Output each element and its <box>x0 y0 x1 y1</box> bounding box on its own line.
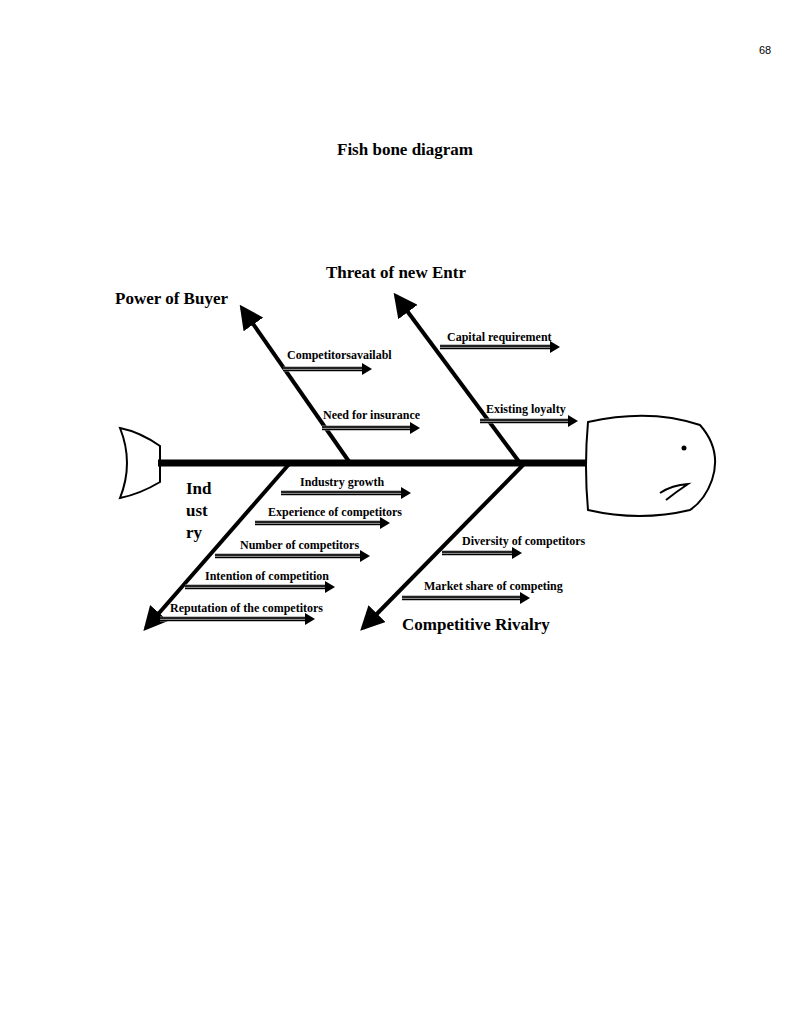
cause-arrow <box>160 617 307 619</box>
arrow-shadow <box>440 345 552 350</box>
cause-arrow <box>480 419 570 421</box>
arrow-shadow <box>480 419 570 424</box>
arrow-shadow <box>281 491 403 496</box>
diagram-title: Fish bone diagram <box>337 140 473 160</box>
entry-bone <box>396 296 520 463</box>
bone-label: Power of Buyer <box>113 289 230 309</box>
arrow-shadow <box>442 551 514 556</box>
arrow-head <box>362 363 372 375</box>
cause-arrow <box>215 557 362 558</box>
cause-label: Capital requirement <box>447 331 552 345</box>
fish-head <box>586 416 715 516</box>
cause-arrow <box>215 554 362 556</box>
arrow-head <box>410 422 420 434</box>
cause-arrow <box>281 491 403 493</box>
cause-arrow <box>255 521 382 523</box>
arrow-head <box>568 415 578 427</box>
arrow-head <box>401 487 411 499</box>
cause-arrow <box>480 422 570 423</box>
arrow-shadow <box>160 617 307 622</box>
cause-arrow <box>322 426 412 428</box>
cause-arrow <box>185 588 327 589</box>
cause-arrow <box>402 599 522 600</box>
bone-label: Threat of new Entr <box>324 263 468 283</box>
page-number: 68 <box>759 44 771 57</box>
cause-label: Need for insurance <box>323 409 420 423</box>
arrow-shadow <box>402 596 522 601</box>
cause-label: Number of competitors <box>240 539 359 553</box>
cause-label: Industry growth <box>300 476 384 490</box>
cause-arrow <box>440 348 552 349</box>
bone-label: Industry <box>184 478 216 544</box>
cause-label: Experience of competitors <box>268 506 402 520</box>
cause-arrow <box>442 551 514 553</box>
arrow-shadow <box>283 367 364 372</box>
cause-arrow <box>255 524 382 525</box>
cause-arrows <box>160 341 578 625</box>
cause-arrow <box>185 585 327 587</box>
fish-eye <box>682 446 687 451</box>
cause-arrow <box>283 370 364 371</box>
cause-label: Existing loyalty <box>486 403 566 417</box>
cause-label: Market share of competing <box>424 580 563 594</box>
cause-arrow <box>402 596 522 598</box>
arrow-head <box>512 547 522 559</box>
arrow-shadow <box>322 426 412 431</box>
cause-label: Competitorsavailabl <box>287 349 392 363</box>
arrow-shadow <box>255 521 382 526</box>
cause-arrow <box>283 367 364 369</box>
arrow-shadow <box>185 585 327 590</box>
cause-label: Diversity of competitors <box>462 535 585 549</box>
cause-label: Reputation of the competitors <box>170 602 323 616</box>
arrow-head <box>520 592 530 604</box>
cause-arrow <box>281 494 403 495</box>
cause-arrow <box>440 345 552 347</box>
arrow-head <box>360 550 370 562</box>
spine <box>158 460 592 467</box>
buyer-bone <box>242 308 350 463</box>
cause-label: Intention of competition <box>205 570 329 584</box>
cause-arrow <box>442 554 514 555</box>
arrow-shadow <box>215 554 362 559</box>
cause-arrow <box>322 429 412 430</box>
cause-arrow <box>160 620 307 621</box>
bone-label: Competitive Rivalry <box>400 615 552 635</box>
fish-tail <box>120 428 160 498</box>
fish-mouth <box>660 484 688 500</box>
